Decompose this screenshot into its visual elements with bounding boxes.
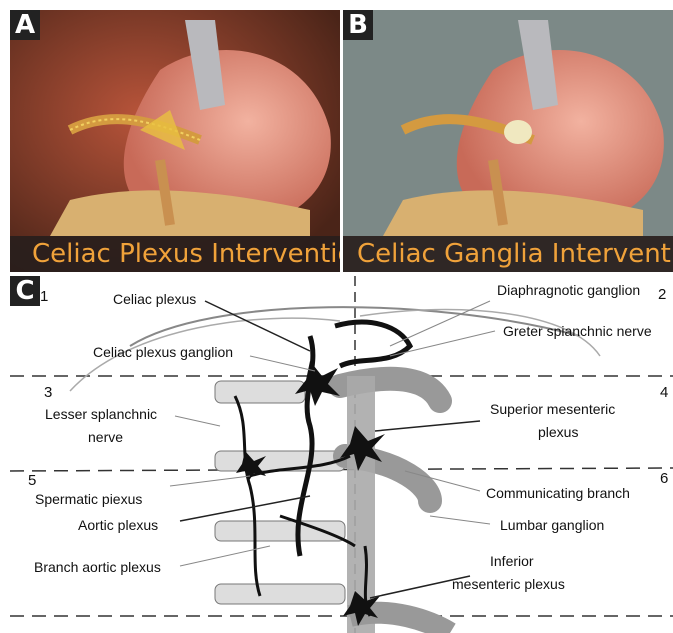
label-lesser-splanchnic-line1: Lesser splanchnic [45,406,157,423]
panel-b-anatomy-image [343,10,673,272]
label-superior-mesenteric-line2: plexus [538,424,578,441]
level-number-1: 1 [40,288,48,305]
label-branch-aortic-plexus: Branch aortic plexus [34,559,161,576]
label-greater-splanchnic: Greter spianchnic nerve [503,323,652,340]
panel-b-caption: Celiac Ganglia Intervention [343,236,673,272]
label-aortic-plexus: Aortic plexus [78,517,158,534]
level-number-2: 2 [658,286,666,303]
label-inferior-mesenteric-line2: mesenteric plexus [452,576,565,593]
level-number-3: 3 [44,384,52,401]
level-number-5: 5 [28,472,36,489]
label-celiac-plexus-ganglion: Celiac plexus ganglion [93,344,233,361]
label-lumbar-ganglion: Lumbar ganglion [500,517,604,534]
label-celiac-plexus: Celiac plexus [113,291,196,308]
panel-a-illustration: Celiac Plexus Intervention A [10,10,340,272]
panel-b-illustration: Celiac Ganglia Intervention B [343,10,673,272]
panel-b-letter: B [343,10,373,40]
label-communicating-branch: Communicating branch [486,485,630,502]
label-inferior-mesenteric-line1: Inferior [490,553,534,570]
panel-c-diagram: C 1 2 3 4 5 6 Celiac plexus Celiac plexu… [10,276,673,633]
label-diaphragmatic-ganglion: Diaphragnotic ganglion [497,282,640,299]
panel-a-caption: Celiac Plexus Intervention [10,236,340,272]
level-number-4: 4 [660,384,668,401]
label-superior-mesenteric-line1: Superior mesenteric [490,401,615,418]
panel-a-anatomy-image [10,10,340,272]
panel-a-letter: A [10,10,40,40]
label-spermatic-plexus: Spermatic piexus [35,491,142,508]
label-lesser-splanchnic-line2: nerve [88,429,123,446]
level-number-6: 6 [660,470,668,487]
panel-c-letter: C [10,276,40,306]
